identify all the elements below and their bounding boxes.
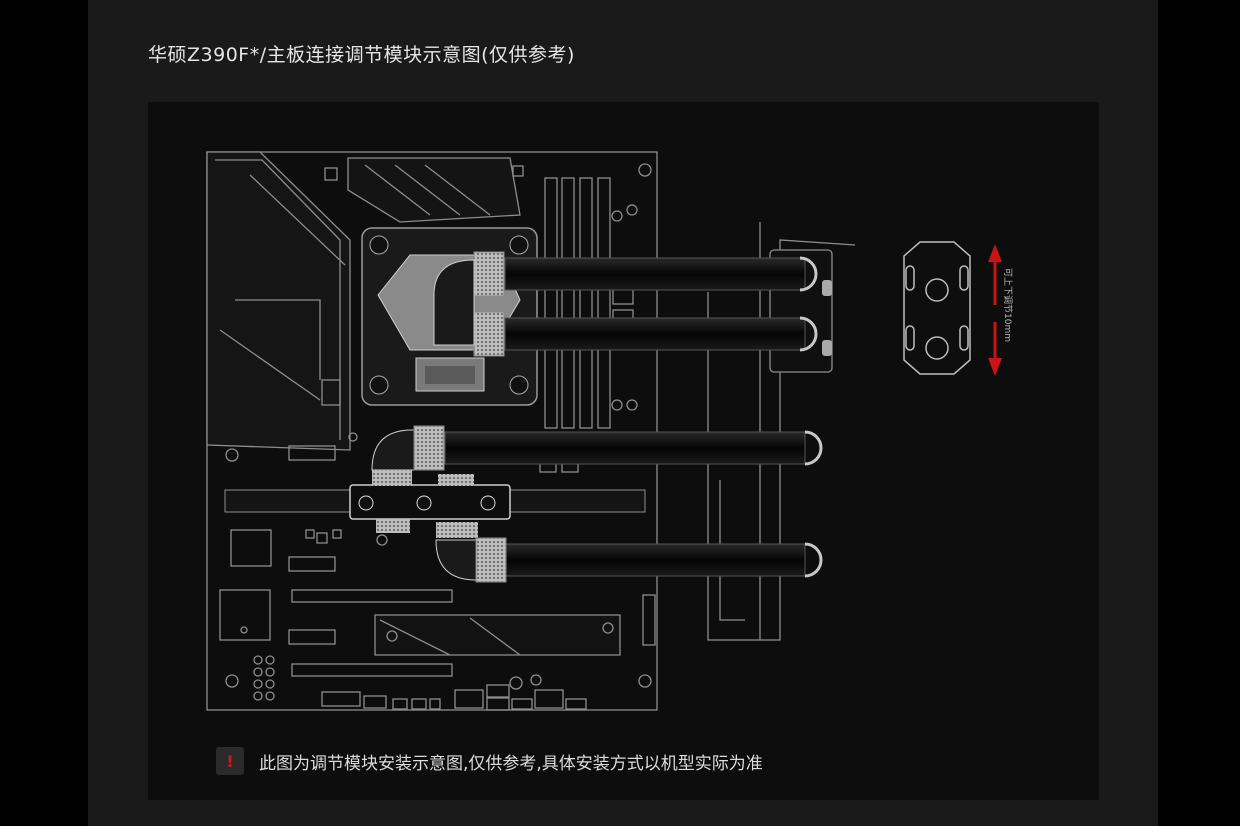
motherboard bbox=[206, 151, 658, 711]
disclaimer-note: ! 此图为调节模块安装示意图,仅供参考,具体安装方式以机型实际为准 bbox=[216, 747, 763, 775]
tubes bbox=[413, 251, 832, 583]
disclaimer-text: 此图为调节模块安装示意图,仅供参考,具体安装方式以机型实际为准 bbox=[259, 753, 763, 774]
bridge-block bbox=[224, 429, 646, 581]
page-title: 华硕Z390F*/主板连接调节模块示意图(仅供参考) bbox=[148, 44, 575, 66]
adjustment-module bbox=[903, 241, 971, 375]
adjust-range-arrow bbox=[988, 244, 1002, 376]
warning-icon: ! bbox=[216, 747, 244, 775]
adjust-range-label: 可上下调节10mm bbox=[1002, 268, 1013, 342]
